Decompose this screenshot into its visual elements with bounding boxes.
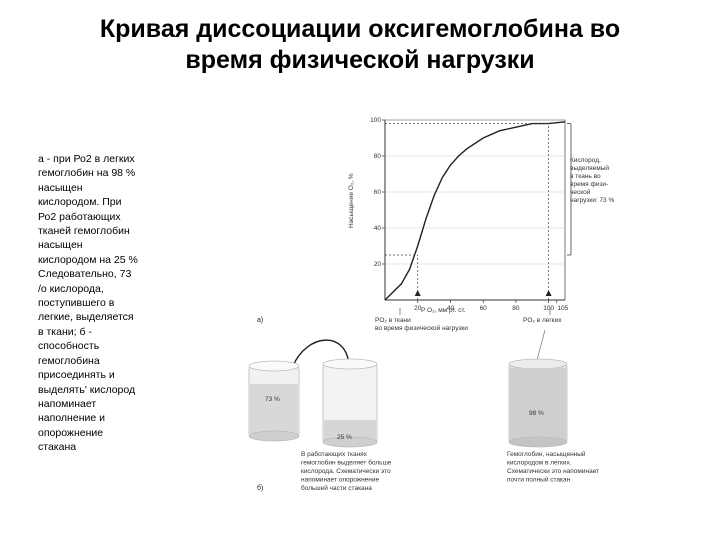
y-tick-label: 80	[374, 153, 382, 160]
right-note-line: ческой	[570, 188, 591, 196]
body-line: насыщен	[38, 181, 83, 194]
dissociation-curve	[384, 121, 566, 301]
body-line: стакана	[38, 441, 77, 454]
body-line: легкие, выделяется	[38, 311, 134, 324]
chart-grid	[382, 119, 565, 303]
caption-right-line: Схематически это напоминает	[507, 468, 599, 475]
right-note-line: в ткань во	[570, 173, 601, 180]
glass-right-pct: 98 %	[529, 410, 544, 417]
body-line: насыщен	[38, 239, 83, 252]
label-a: а)	[257, 317, 263, 324]
caption-right-line: Гемоглобин, насыщенный	[507, 450, 586, 458]
glass-left-pct: 73 %	[265, 396, 280, 403]
body-line: выделять' кислород	[38, 383, 136, 396]
title-line-2: время физической нагрузки	[185, 46, 535, 74]
body-line: наполнение и	[38, 412, 105, 425]
right-note-line: время физи-	[570, 181, 608, 188]
right-note-line: Кислород,	[570, 157, 601, 164]
x-axis-label: P O₂, мм рт. ст.	[421, 307, 466, 314]
x-tick-label: 60	[480, 305, 488, 312]
body-line: в ткани; б -	[38, 325, 92, 338]
y-tick-label: 60	[374, 189, 382, 196]
body-line: кислородом на 25 %	[38, 253, 138, 266]
slide-title: Кривая диссоциации оксигемоглобина во вр…	[40, 14, 680, 76]
right-note-line: нагрузки: 73 %	[570, 197, 614, 204]
right-note-line: выделяемый	[570, 164, 609, 172]
glass-left-icon	[248, 360, 300, 442]
tissue-arrow-icon	[414, 290, 421, 296]
body-line: гемоглобина	[38, 354, 100, 367]
body-line: кислородом. При	[38, 196, 122, 209]
chart-markers	[385, 123, 572, 300]
caption-left-line: гемоглобин выделяет больше	[301, 459, 392, 467]
caption-left-line: кислорода. Схематически это	[301, 468, 391, 475]
y-tick-label: 40	[374, 225, 382, 232]
caption-left-line: В работающих тканях	[301, 450, 368, 458]
x-tick-label: 40	[447, 305, 455, 312]
tissue-note-2: во время физической нагрузки	[375, 324, 468, 332]
body-line: /о кислорода,	[38, 282, 104, 295]
x-tick-label: 105	[557, 305, 568, 312]
y-tick-label: 100	[370, 117, 381, 124]
body-line: опорожнение	[38, 426, 104, 439]
lung-arrow-icon	[545, 290, 552, 296]
x-tick-label: 20	[414, 305, 422, 312]
caption-right-line: кислородом в легких.	[507, 460, 572, 467]
caption-right-line: почти полный стакан	[507, 476, 571, 484]
y-tick-labels: 20 40 60 80 100	[370, 117, 381, 268]
body-line: присоединять и	[38, 369, 115, 382]
body-line: способность	[38, 340, 100, 353]
label-b: б)	[257, 484, 263, 492]
body-line: тканей гемоглобин	[38, 225, 130, 238]
y-axis-label: Насыщение O₂, %	[348, 173, 355, 228]
chart-frame	[384, 119, 566, 301]
tissue-note-1: PO₂ в ткани	[375, 317, 411, 324]
glass-middle-icon	[322, 358, 378, 448]
body-line: гемоглобин на 98 %	[38, 167, 136, 180]
caption-left-line: большей части стакана	[301, 484, 372, 492]
glass-right-icon	[508, 358, 568, 448]
transfer-arrow	[292, 339, 350, 367]
body-line: Следовательно, 73	[38, 268, 132, 281]
caption-right: Гемоглобин, насыщенный кислородом в легки…	[507, 450, 599, 484]
y-tick-label: 20	[374, 261, 382, 268]
lung-to-glass-line	[536, 329, 546, 361]
caption-left-line: напоминает опорожнение	[301, 477, 380, 484]
title-line-1: Кривая диссоциации оксигемоглобина во	[99, 15, 621, 43]
body-line: а - при Ро2 в легких	[38, 153, 135, 165]
x-tick-label: 100	[543, 305, 554, 312]
body-line: Ро2 работающих	[38, 210, 121, 223]
x-tick-label: 80	[512, 305, 520, 312]
body-line: поступившего в	[38, 297, 115, 310]
glass-mid-pct: 25 %	[337, 434, 352, 441]
body-line: напоминает	[38, 397, 97, 410]
lung-note: PO₂ в легких	[523, 317, 562, 324]
